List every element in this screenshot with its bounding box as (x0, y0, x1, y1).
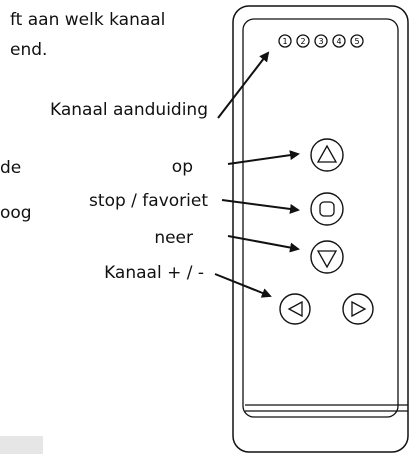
arrow-channel-plus-minus (214, 273, 272, 298)
partial-text-oog: oog (0, 203, 32, 223)
channel-indicator-5: 5 (350, 34, 364, 48)
channel-indicator-3: 3 (314, 34, 328, 48)
arrow-up (227, 150, 300, 165)
channel-indicators: 1 2 3 4 5 (278, 34, 364, 48)
partial-text-de: de (0, 158, 22, 178)
remote-body (232, 5, 409, 453)
down-button[interactable] (310, 240, 344, 274)
up-button[interactable] (310, 138, 344, 172)
svg-text:1: 1 (282, 37, 287, 46)
left-triangle-icon (287, 300, 303, 318)
up-triangle-icon (316, 144, 338, 163)
partial-text-line-2: end. (10, 40, 48, 60)
channel-indicator-2: 2 (296, 34, 310, 48)
down-triangle-icon (316, 250, 338, 269)
stop-square-icon (319, 201, 335, 217)
channel-indicator-4: 4 (332, 34, 346, 48)
svg-text:3: 3 (318, 37, 323, 46)
arrow-stop (221, 199, 300, 214)
gray-block (0, 436, 43, 454)
label-channel-indicator: Kanaal aanduiding (50, 100, 208, 120)
svg-text:2: 2 (300, 37, 305, 46)
arrow-channel-indicator (217, 51, 270, 119)
channel-minus-button[interactable] (279, 293, 311, 325)
svg-text:4: 4 (336, 37, 341, 46)
label-down: neer (154, 228, 193, 248)
partial-text-line-1: ft aan welk kanaal (10, 10, 166, 30)
channel-indicator-1: 1 (278, 34, 292, 48)
svg-text:5: 5 (354, 37, 359, 46)
channel-plus-button[interactable] (342, 293, 374, 325)
stop-favorite-button[interactable] (310, 192, 344, 226)
right-triangle-icon (351, 300, 367, 318)
arrow-down (227, 235, 300, 253)
label-channel-plus-minus: Kanaal + / - (104, 263, 204, 283)
label-up: op (171, 157, 193, 177)
label-stop-favorite: stop / favoriet (89, 191, 208, 211)
